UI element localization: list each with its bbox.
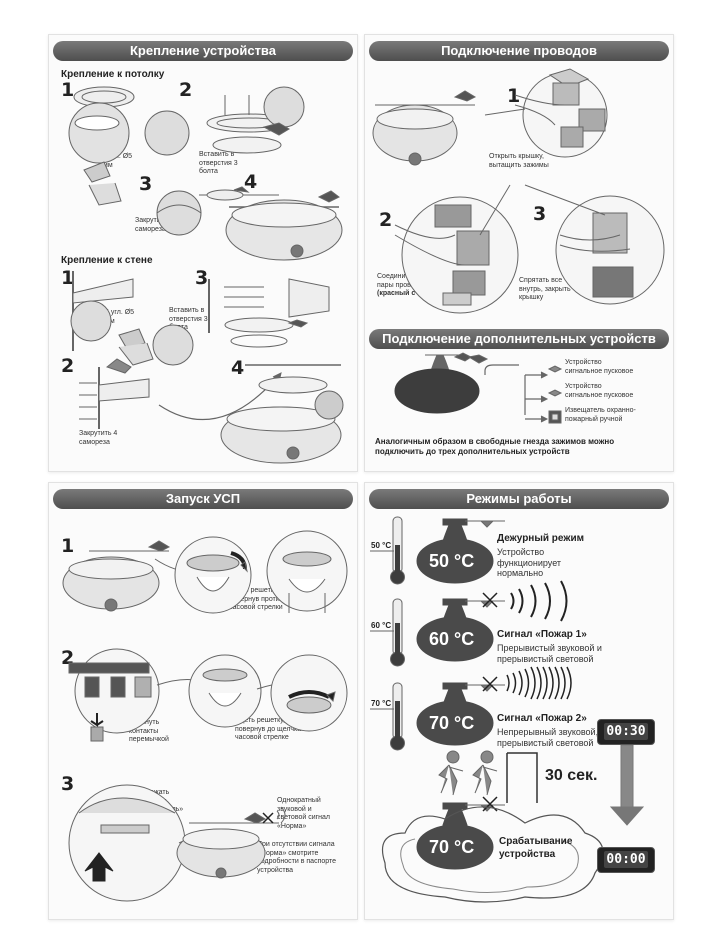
additional-device-3-label: Извещатель охранно-пожарный ручной [565,407,636,423]
mode-1-desc: Устройство функционирует нормально [497,547,562,578]
wiring-step-3: 3 [533,203,547,225]
mode-2-desc: Прерывистый звуковой и прерывистый свето… [497,643,602,664]
panel-startup: Запуск УСП 1 2 3 Снять решетку, повернув… [48,482,358,920]
countdown-label: 30 сек. [545,767,598,784]
mode-3-desc: Непрерывный звуковой, прерывистый светов… [497,727,599,748]
startup-step-3: 3 [61,773,75,795]
modes-illustrations [370,516,645,903]
wall-step-1: 1 [61,267,75,289]
mode-3-temp: 70 °C [429,713,475,733]
section-title-wiring: Подключение проводов [369,41,669,61]
mode-2-title: Сигнал «Пожар 1» [497,629,587,640]
wall-mount-title: Крепление к стене [61,255,153,266]
section-title-mounting: Крепление устройства [53,41,353,61]
timer-start-value: 00:30 [604,723,648,740]
caption-screw-4: Закрутить 4 самореза [79,430,118,446]
final-title: Срабатывание устройства [499,836,573,860]
panel-mounting: Крепление устройства Крепление к потолку… [48,34,358,472]
mode-2-temp-mark: 60 °C [371,621,392,630]
caption-hide-close: Спрятать все внутрь, закрыть крышку [519,277,571,301]
wall-step-4: 4 [231,357,245,379]
mode-1-temp: 50 °C [429,551,475,571]
mode-1-title: Дежурный режим [497,533,584,544]
wiring-step-2: 2 [379,209,393,231]
wiring-step-1: 1 [507,85,521,107]
ceiling-step-2: 2 [179,79,193,101]
wall-step-3: 3 [195,267,209,289]
additional-device-2-label: Устройство сигнальное пусковое [565,383,634,399]
ceiling-step-1: 1 [61,79,75,101]
additional-device-1-label: Устройство сигнальное пусковое [565,359,634,375]
startup-step-1: 1 [61,535,75,557]
caption-screw-3: Закрутить 3 самореза [135,217,174,233]
mode-3-temp-mark: 70 °C [371,699,392,708]
ceiling-step-3: 3 [139,173,153,195]
mounting-illustrations [68,86,344,464]
section-title-additional: Подключение дополнительных устройств [369,329,669,349]
caption-connect-wires-bold: (красный с красным) [377,290,451,297]
panel-wiring: Подключение проводов 1 2 3 Открыть крышк… [364,34,674,472]
wall-step-2: 2 [61,355,75,377]
caption-open-cover: Открыть крышку, вытащить зажимы [489,153,549,169]
mode-2-temp: 60 °C [429,629,475,649]
timer-end-value: 00:00 [604,851,648,868]
ceiling-step-4: 4 [244,171,258,193]
mode-1-temp-mark: 50 °C [371,541,392,550]
ceiling-mount-title: Крепление к потолку [61,69,165,80]
caption-remove-grille: Снять решетку, повернув против часовой с… [229,587,284,611]
timer-end: 00:00 [597,847,655,873]
startup-illustrations [62,530,348,902]
wiring-illustrations [372,68,665,424]
caption-put-grille: Одеть решетку, повернув до щелчка по час… [235,717,311,741]
section-title-startup: Запуск УСП [53,489,353,509]
final-temp: 70 °C [429,837,475,857]
caption-no-signal: При отсутствии сигнала «Норма» смотрите … [257,841,337,874]
panel-modes: Режимы работы [364,482,674,920]
additional-note: Аналогичным образом в свободные гнезда з… [375,437,615,456]
caption-single-signal: Однократный звуковой и световой сигнал «… [277,797,331,830]
mode-3-title: Сигнал «Пожар 2» [497,713,587,724]
caption-insert-bolts-ceiling: Вставить в отверстия 3 болта [199,151,238,175]
timer-start: 00:30 [597,719,655,745]
section-title-modes: Режимы работы [369,489,669,509]
